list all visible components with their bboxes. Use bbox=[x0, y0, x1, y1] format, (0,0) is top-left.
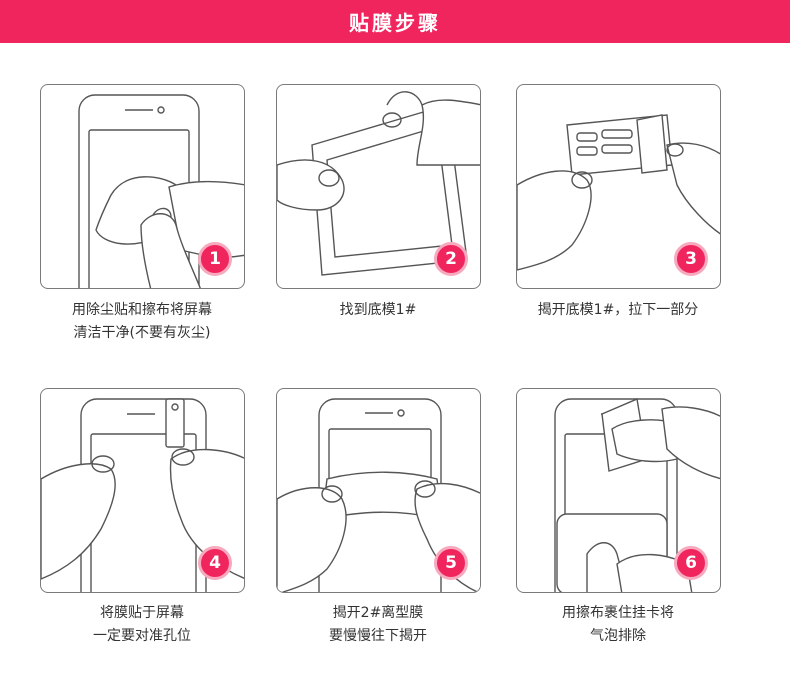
step-6-illustration bbox=[554, 398, 720, 592]
step-5-caption-line: 揭开2#离型膜 bbox=[332, 605, 424, 621]
step-4-badge: 4 bbox=[198, 546, 232, 580]
step-3-caption: 揭开底模1#，拉下一部分 bbox=[503, 299, 733, 322]
step-2-panel: 2 bbox=[276, 84, 481, 289]
step-3-caption-line: 揭开底模1#，拉下一部分 bbox=[537, 302, 699, 318]
step-4-caption-line: 一定要对准孔位 bbox=[93, 628, 191, 644]
step-3-badge: 3 bbox=[674, 242, 708, 276]
step-2-caption: 找到底模1# bbox=[263, 299, 493, 322]
step-4-illustration bbox=[41, 398, 244, 592]
step-2-badge: 2 bbox=[434, 242, 468, 276]
step-4-caption-line: 将膜贴于屏幕 bbox=[100, 605, 184, 621]
step-1-caption-line: 清洁干净(不要有灰尘) bbox=[73, 325, 211, 341]
step-5-badge: 5 bbox=[434, 546, 468, 580]
step-6-panel: 6 bbox=[516, 388, 721, 593]
step-1-illustration bbox=[78, 94, 244, 288]
step-1-badge: 1 bbox=[198, 242, 232, 276]
step-5-caption-line: 要慢慢往下揭开 bbox=[329, 628, 427, 644]
step-2-illustration bbox=[277, 91, 480, 276]
step-6-caption: 用擦布裹住挂卡将 气泡排除 bbox=[503, 602, 733, 648]
step-6-caption-line: 用擦布裹住挂卡将 bbox=[562, 605, 674, 621]
step-3-panel: 3 bbox=[516, 84, 721, 289]
step-6-caption-line: 气泡排除 bbox=[590, 628, 646, 644]
step-4-caption: 将膜贴于屏幕 一定要对准孔位 bbox=[27, 602, 257, 648]
step-3-illustration bbox=[517, 114, 720, 271]
step-6-badge: 6 bbox=[674, 546, 708, 580]
step-5-caption: 揭开2#离型膜 要慢慢往下揭开 bbox=[263, 602, 493, 648]
step-2-caption-line: 找到底模1# bbox=[339, 302, 417, 318]
step-1-panel: 1 bbox=[40, 84, 245, 289]
step-4-panel: 4 bbox=[40, 388, 245, 593]
header-banner: 贴膜步骤 bbox=[0, 0, 790, 43]
step-5-panel: 5 bbox=[276, 388, 481, 593]
step-1-caption: 用除尘贴和擦布将屏幕 清洁干净(不要有灰尘) bbox=[27, 299, 257, 345]
page-title: 贴膜步骤 bbox=[349, 11, 441, 35]
step-1-caption-line: 用除尘贴和擦布将屏幕 bbox=[72, 302, 212, 318]
